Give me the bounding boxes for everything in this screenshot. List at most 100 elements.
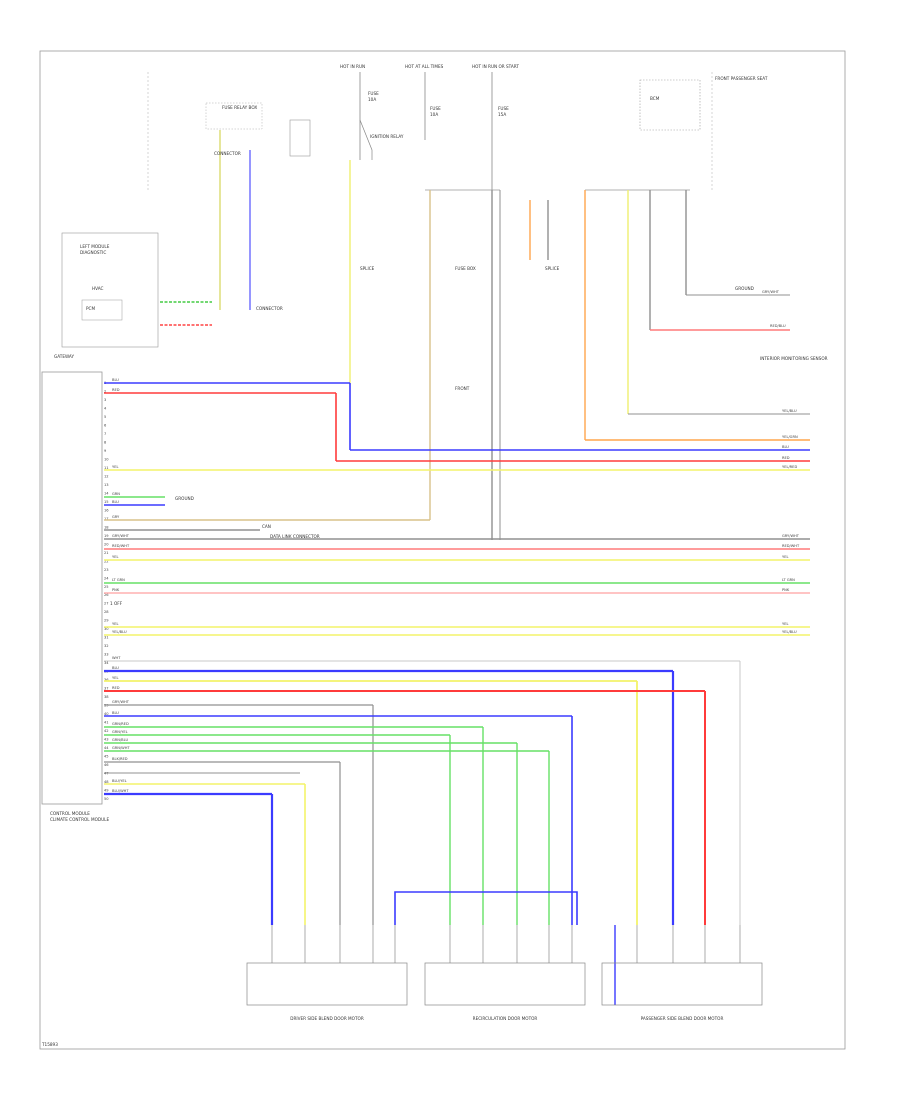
pin-number: 11 [104, 466, 109, 470]
wire-label-w21: GRN/YEL [112, 730, 128, 734]
pin-number: 21 [104, 551, 109, 555]
pin-number: 12 [104, 474, 109, 478]
wire-group [104, 382, 810, 1005]
module-recirc-caption: RECIRCULATION DOOR MOTOR [473, 1016, 538, 1021]
pin-number: 10 [104, 457, 109, 461]
pin-number: 15 [104, 500, 109, 504]
pin-number: 17 [104, 517, 109, 521]
wire-label-w23: GRN/WHT [112, 746, 130, 750]
front-note: FRONT [455, 386, 470, 391]
pin-number: 26 [104, 593, 109, 597]
pin-number: 27 [104, 602, 109, 606]
pin-number: 48 [104, 780, 109, 784]
pin-number: 22 [104, 559, 109, 563]
wire-label-w15: BLU [112, 666, 119, 670]
pin-number: 16 [104, 508, 109, 512]
wire-label-w25: BLU/YEL [112, 779, 127, 783]
left-module-sub: DIAGNOSTIC [80, 250, 106, 255]
wire-label-r3: RED [782, 456, 790, 460]
wire-label-w2: RED [112, 388, 120, 392]
pin-number: 46 [104, 763, 109, 767]
pin-number: 42 [104, 729, 109, 733]
pin-number: 37 [104, 687, 109, 691]
connector-mid-label: CONNECTOR [256, 306, 283, 311]
fuse-b-amp: 10A [430, 112, 438, 117]
motor-recirc-box [424, 962, 586, 1006]
pin-number: 20 [104, 542, 109, 546]
wire-label-w10: LT GRN [112, 578, 125, 582]
relay-box [289, 119, 311, 157]
right-top-module-label: BCM [650, 96, 660, 101]
pin-number: 8 [104, 440, 107, 444]
wire-label-r8: YEL [782, 555, 788, 559]
pin-number: 49 [104, 789, 109, 793]
diagram-frame [39, 50, 846, 1050]
wire-label-w24: BLK/RED [112, 757, 128, 761]
fuse-c-amp: 15A [498, 112, 506, 117]
wire-label-r4: BLU [782, 445, 789, 449]
pin-number: 29 [104, 619, 109, 623]
pin-number: 24 [104, 576, 109, 580]
fuse-box-label: FUSE RELAY BOX [222, 105, 257, 110]
pin-number: 32 [104, 644, 109, 648]
wire-label-r5: YEL/RED [782, 465, 797, 469]
wire-label-w16: YEL [112, 676, 118, 680]
hot-run-mid: HOT AT ALL TIMES [405, 64, 444, 69]
wire-label-w13: YEL/BLU [112, 630, 127, 634]
connector-left-label: CONNECTOR [214, 151, 241, 156]
wire-bridge-blue [394, 891, 578, 925]
pin-number: 30 [104, 627, 109, 631]
wire-label-w17: RED [112, 686, 120, 690]
pin-number-column: 1234567891011121314151617181920212223242… [104, 381, 109, 801]
wire-label-w3: YEL [112, 465, 118, 469]
wire-label-r12: YEL/BLU [782, 630, 797, 634]
splice-b-label: SPLICE [360, 266, 375, 271]
splice-a-label: SPLICE [545, 266, 560, 271]
main-module-box [41, 371, 103, 805]
wire-label-r2: YEL/GRN [782, 435, 798, 439]
junction-label: FUSE BOX [455, 266, 476, 271]
footer-code: T15893 [41, 1042, 58, 1047]
right-top-module [639, 79, 701, 131]
wire-label-w12: YEL [112, 622, 118, 626]
pin-number: 6 [104, 423, 107, 427]
left-module-box [61, 232, 159, 348]
can-note: CAN [262, 524, 271, 529]
wire-label-r13: GRY/WHT [762, 290, 780, 294]
module-passenger-caption: PASSENGER SIDE BLEND DOOR MOTOR [641, 1016, 724, 1021]
wire-label-r9: LT GRN [782, 578, 795, 582]
wire-label-w7: GRY/WHT [112, 534, 130, 538]
wire-label-w20: GRN/RED [112, 722, 129, 726]
pin-number: 4 [104, 407, 107, 411]
pin-number: 28 [104, 610, 109, 614]
pin-number: 2 [104, 390, 106, 394]
wire-label-w6: GRY [112, 515, 120, 519]
pin-number: 31 [104, 636, 109, 640]
ground-tl-label: GROUND [175, 496, 194, 501]
wire-label-w22: GRN/BLU [112, 738, 128, 742]
wire-label-w1: BLU [112, 378, 119, 382]
hot-run-left: HOT IN RUN [340, 64, 365, 69]
wire-label-w8: RED/WHT [112, 544, 130, 548]
wire-label-r6: GRY/WHT [782, 534, 800, 538]
pin-number: 33 [104, 653, 109, 657]
fuse-a-label: FUSE [368, 91, 379, 96]
pin-number: 45 [104, 755, 109, 759]
data-link-label: DATA LINK CONNECTOR [270, 534, 320, 539]
pin-number: 40 [104, 712, 109, 716]
motor-driver-box [246, 962, 408, 1006]
fuse-box-top-left [205, 102, 263, 130]
pin-number: 7 [104, 432, 106, 436]
wire-label-r10: PNK [782, 588, 790, 592]
wire-label-w14: WHT [112, 656, 121, 660]
fuse-c-label: FUSE [498, 106, 509, 111]
pin-number: 43 [104, 738, 109, 742]
pin-number: 18 [104, 525, 109, 529]
fuse-b-label: FUSE [430, 106, 441, 111]
wire-label-w19: BLU [112, 711, 119, 715]
connector-stubs [271, 925, 741, 963]
pin-note: 1 OFF [110, 601, 123, 606]
pin-number: 3 [104, 398, 106, 402]
pin-number: 9 [104, 449, 107, 453]
